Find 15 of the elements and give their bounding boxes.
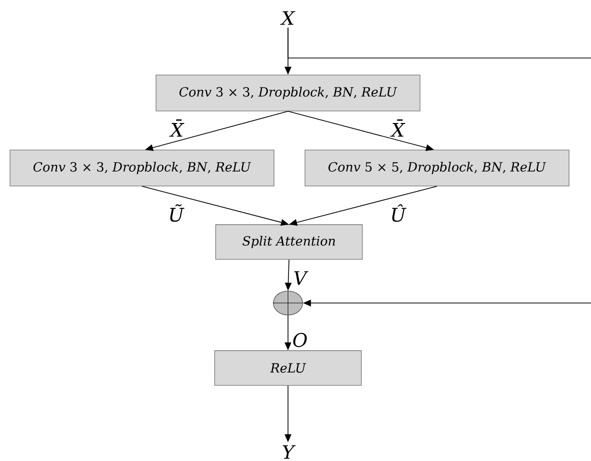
arrow <box>288 27 591 306</box>
edge-label: Û <box>388 202 408 224</box>
edge-label: V <box>292 270 308 286</box>
process-box: Conv 5 × 5, Dropblock, BN, ReLU <box>304 150 570 186</box>
process-box: ReLU <box>214 350 362 386</box>
edge-label: Ũ <box>166 202 186 224</box>
variable-label: Y <box>282 445 296 459</box>
process-box: Conv 3 × 3, Dropblock, BN, ReLU <box>156 74 420 112</box>
edge-label: O <box>291 332 309 348</box>
process-box: Split Attention <box>215 224 363 260</box>
sum-symbol <box>272 290 304 316</box>
edge-label: X̄ <box>169 118 185 138</box>
edge-label: X̄ <box>390 118 406 138</box>
process-box: Conv 3 × 3, Dropblock, BN, ReLU <box>10 150 274 186</box>
variable-label: X <box>280 11 296 25</box>
